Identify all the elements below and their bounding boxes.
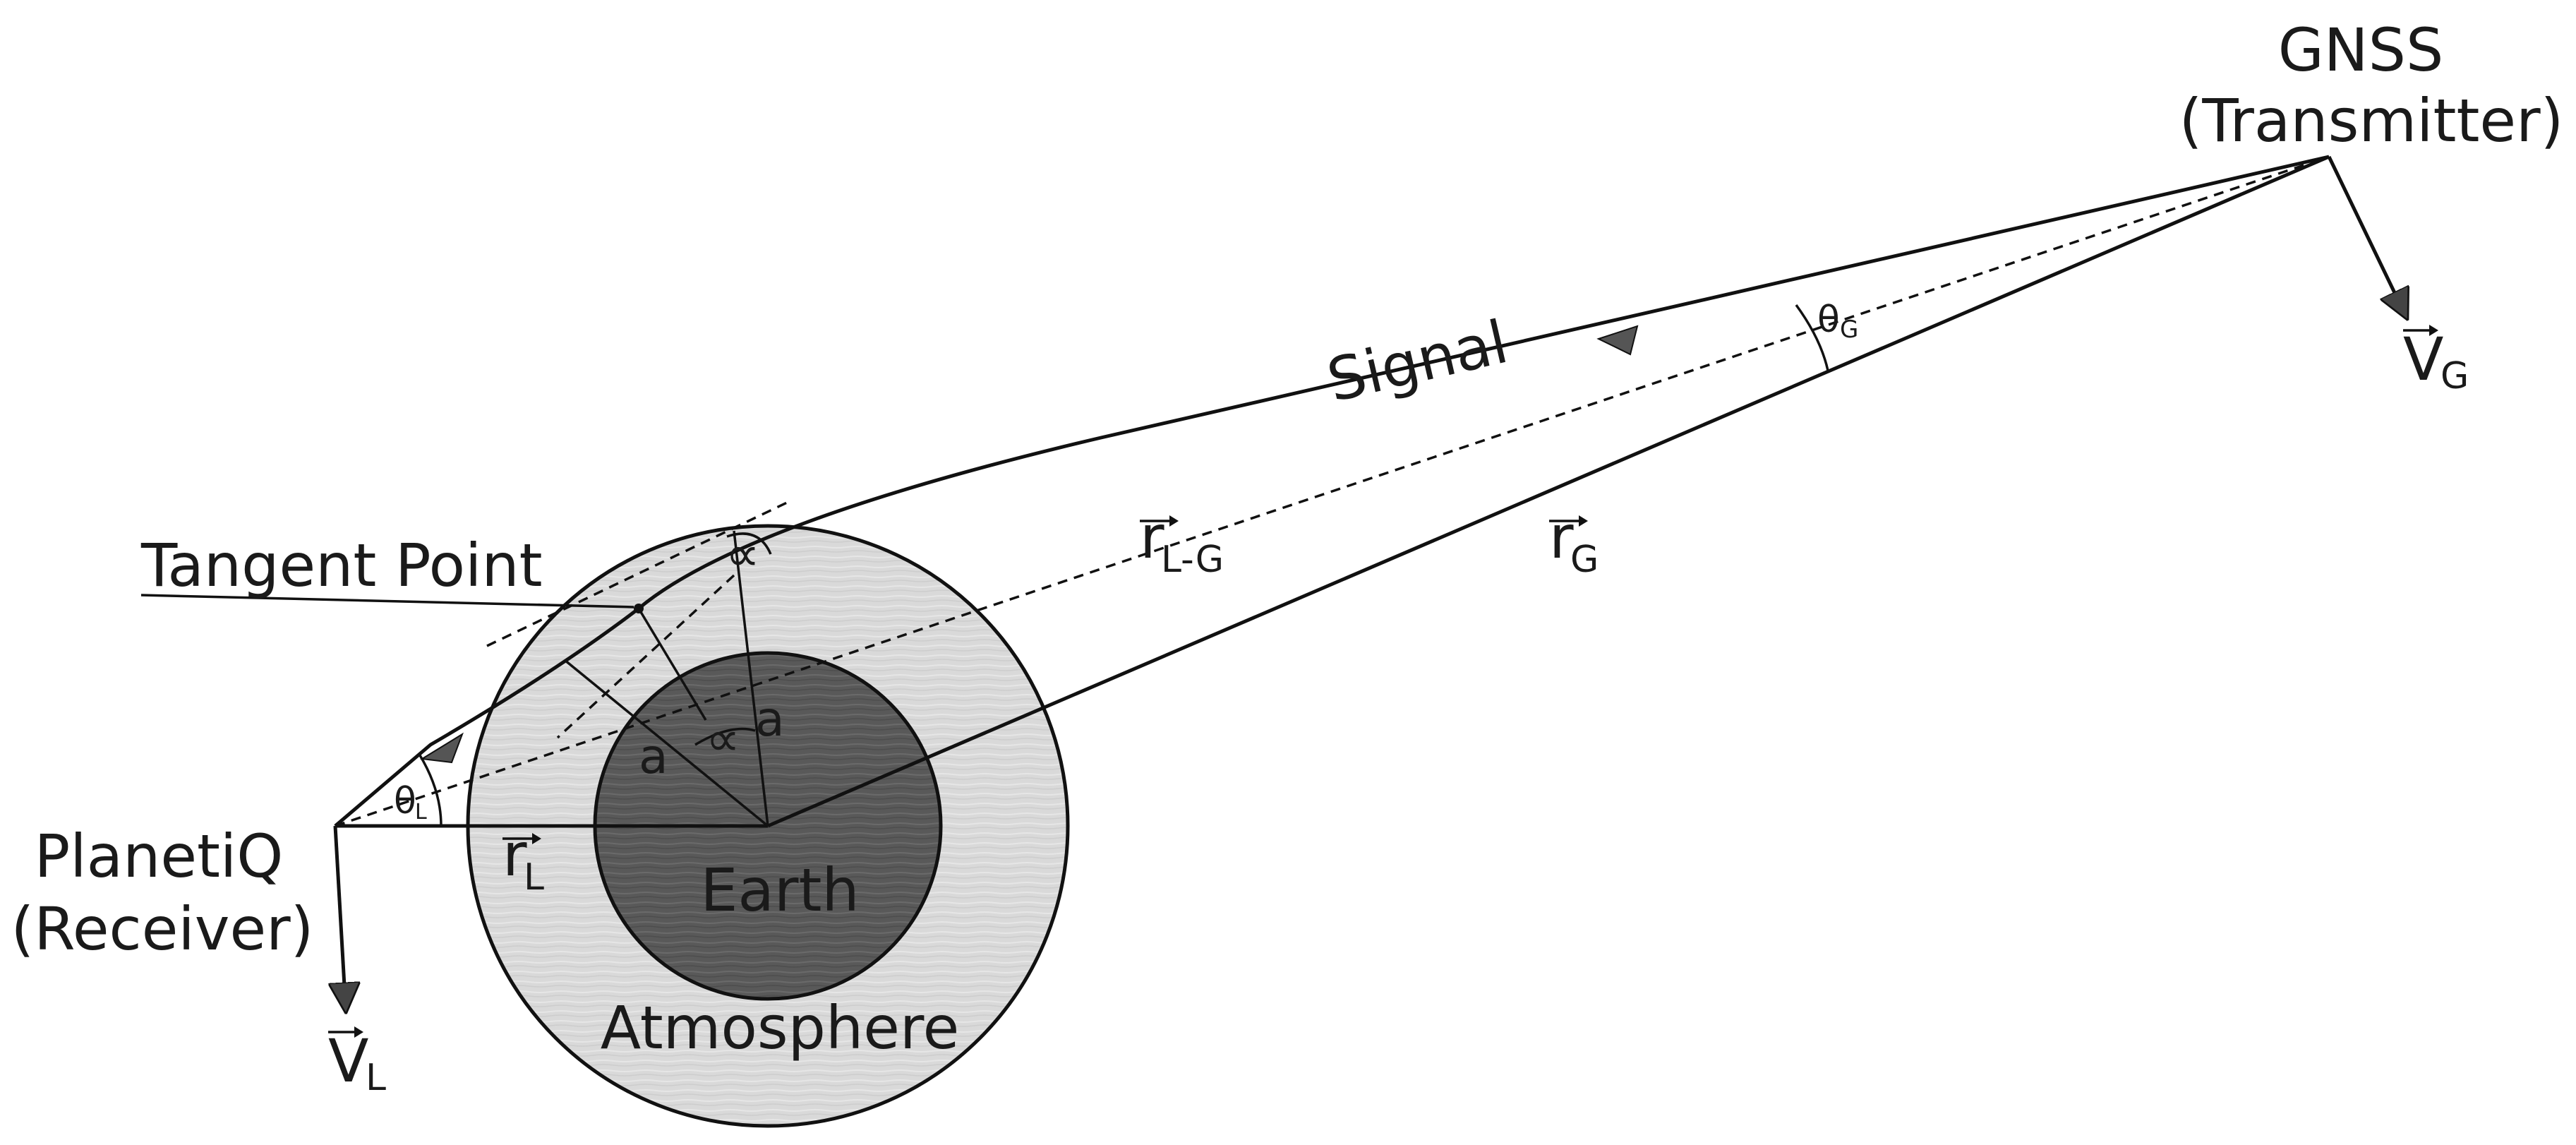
r-g-label: r G [1549, 503, 1599, 581]
v-l-arrow [335, 825, 346, 1011]
svg-text:L: L [415, 800, 427, 825]
svg-text:L: L [366, 1057, 386, 1099]
svg-text:θ: θ [1817, 299, 1840, 341]
alpha-label-inner: ∝ [706, 712, 740, 767]
svg-text:V: V [2403, 325, 2443, 394]
earth-label: Earth [700, 856, 859, 925]
alpha-arc-outer [726, 532, 772, 555]
svg-text:r: r [1140, 503, 1164, 572]
tangent-point-leader [140, 594, 634, 609]
theta-g-label: θ G [1817, 299, 1858, 344]
radius-a-right [733, 530, 769, 827]
svg-text:V: V [328, 1026, 368, 1096]
v-g-arrow [2327, 155, 2407, 318]
svg-text:r: r [1549, 503, 1574, 572]
theta-g-arc [1795, 304, 1829, 371]
alpha-arc-inner [694, 727, 756, 746]
svg-text:G: G [1840, 316, 1858, 344]
svg-text:G: G [1570, 539, 1599, 581]
r-lg-label: r L-G [1140, 503, 1224, 581]
signal-label: Signal [1321, 307, 1514, 416]
gnss-role: (Transmitter) [2179, 86, 2564, 155]
atmosphere-label: Atmosphere [601, 993, 960, 1062]
r-l-label: r L [502, 820, 544, 899]
theta-l-arc [419, 755, 443, 827]
theta-l-label: θ L [394, 780, 427, 825]
tangent-point-marker [634, 604, 644, 613]
r-lg-line [335, 155, 2330, 827]
radius-mid [637, 608, 707, 721]
tangent-line [486, 501, 788, 647]
tangent-point-label: Tangent Point [140, 531, 543, 600]
v-g-label: V G [2403, 325, 2469, 397]
svg-text:L-G: L-G [1161, 539, 1224, 581]
svg-text:r: r [502, 820, 527, 889]
receiver-name: PlanetiQ [35, 822, 284, 891]
radius-a-label-right: a [755, 692, 785, 748]
r-g-line [767, 155, 2330, 828]
svg-text:G: G [2440, 355, 2469, 397]
svg-text:L: L [524, 856, 544, 899]
v-l-label: V L [328, 1026, 386, 1099]
signal-arrow-head-near-receiver [420, 732, 464, 764]
receiver-role: (Receiver) [11, 894, 314, 964]
radius-a-label-left: a [639, 729, 668, 785]
svg-text:θ: θ [394, 780, 416, 822]
tangent-vertical [556, 574, 735, 739]
signal-arrow-head [1596, 325, 1639, 356]
gnss-name: GNSS [2278, 16, 2444, 85]
alpha-label-outer: ∝ [726, 527, 760, 582]
signal-ray [334, 155, 2330, 827]
radius-a-left [563, 659, 769, 827]
